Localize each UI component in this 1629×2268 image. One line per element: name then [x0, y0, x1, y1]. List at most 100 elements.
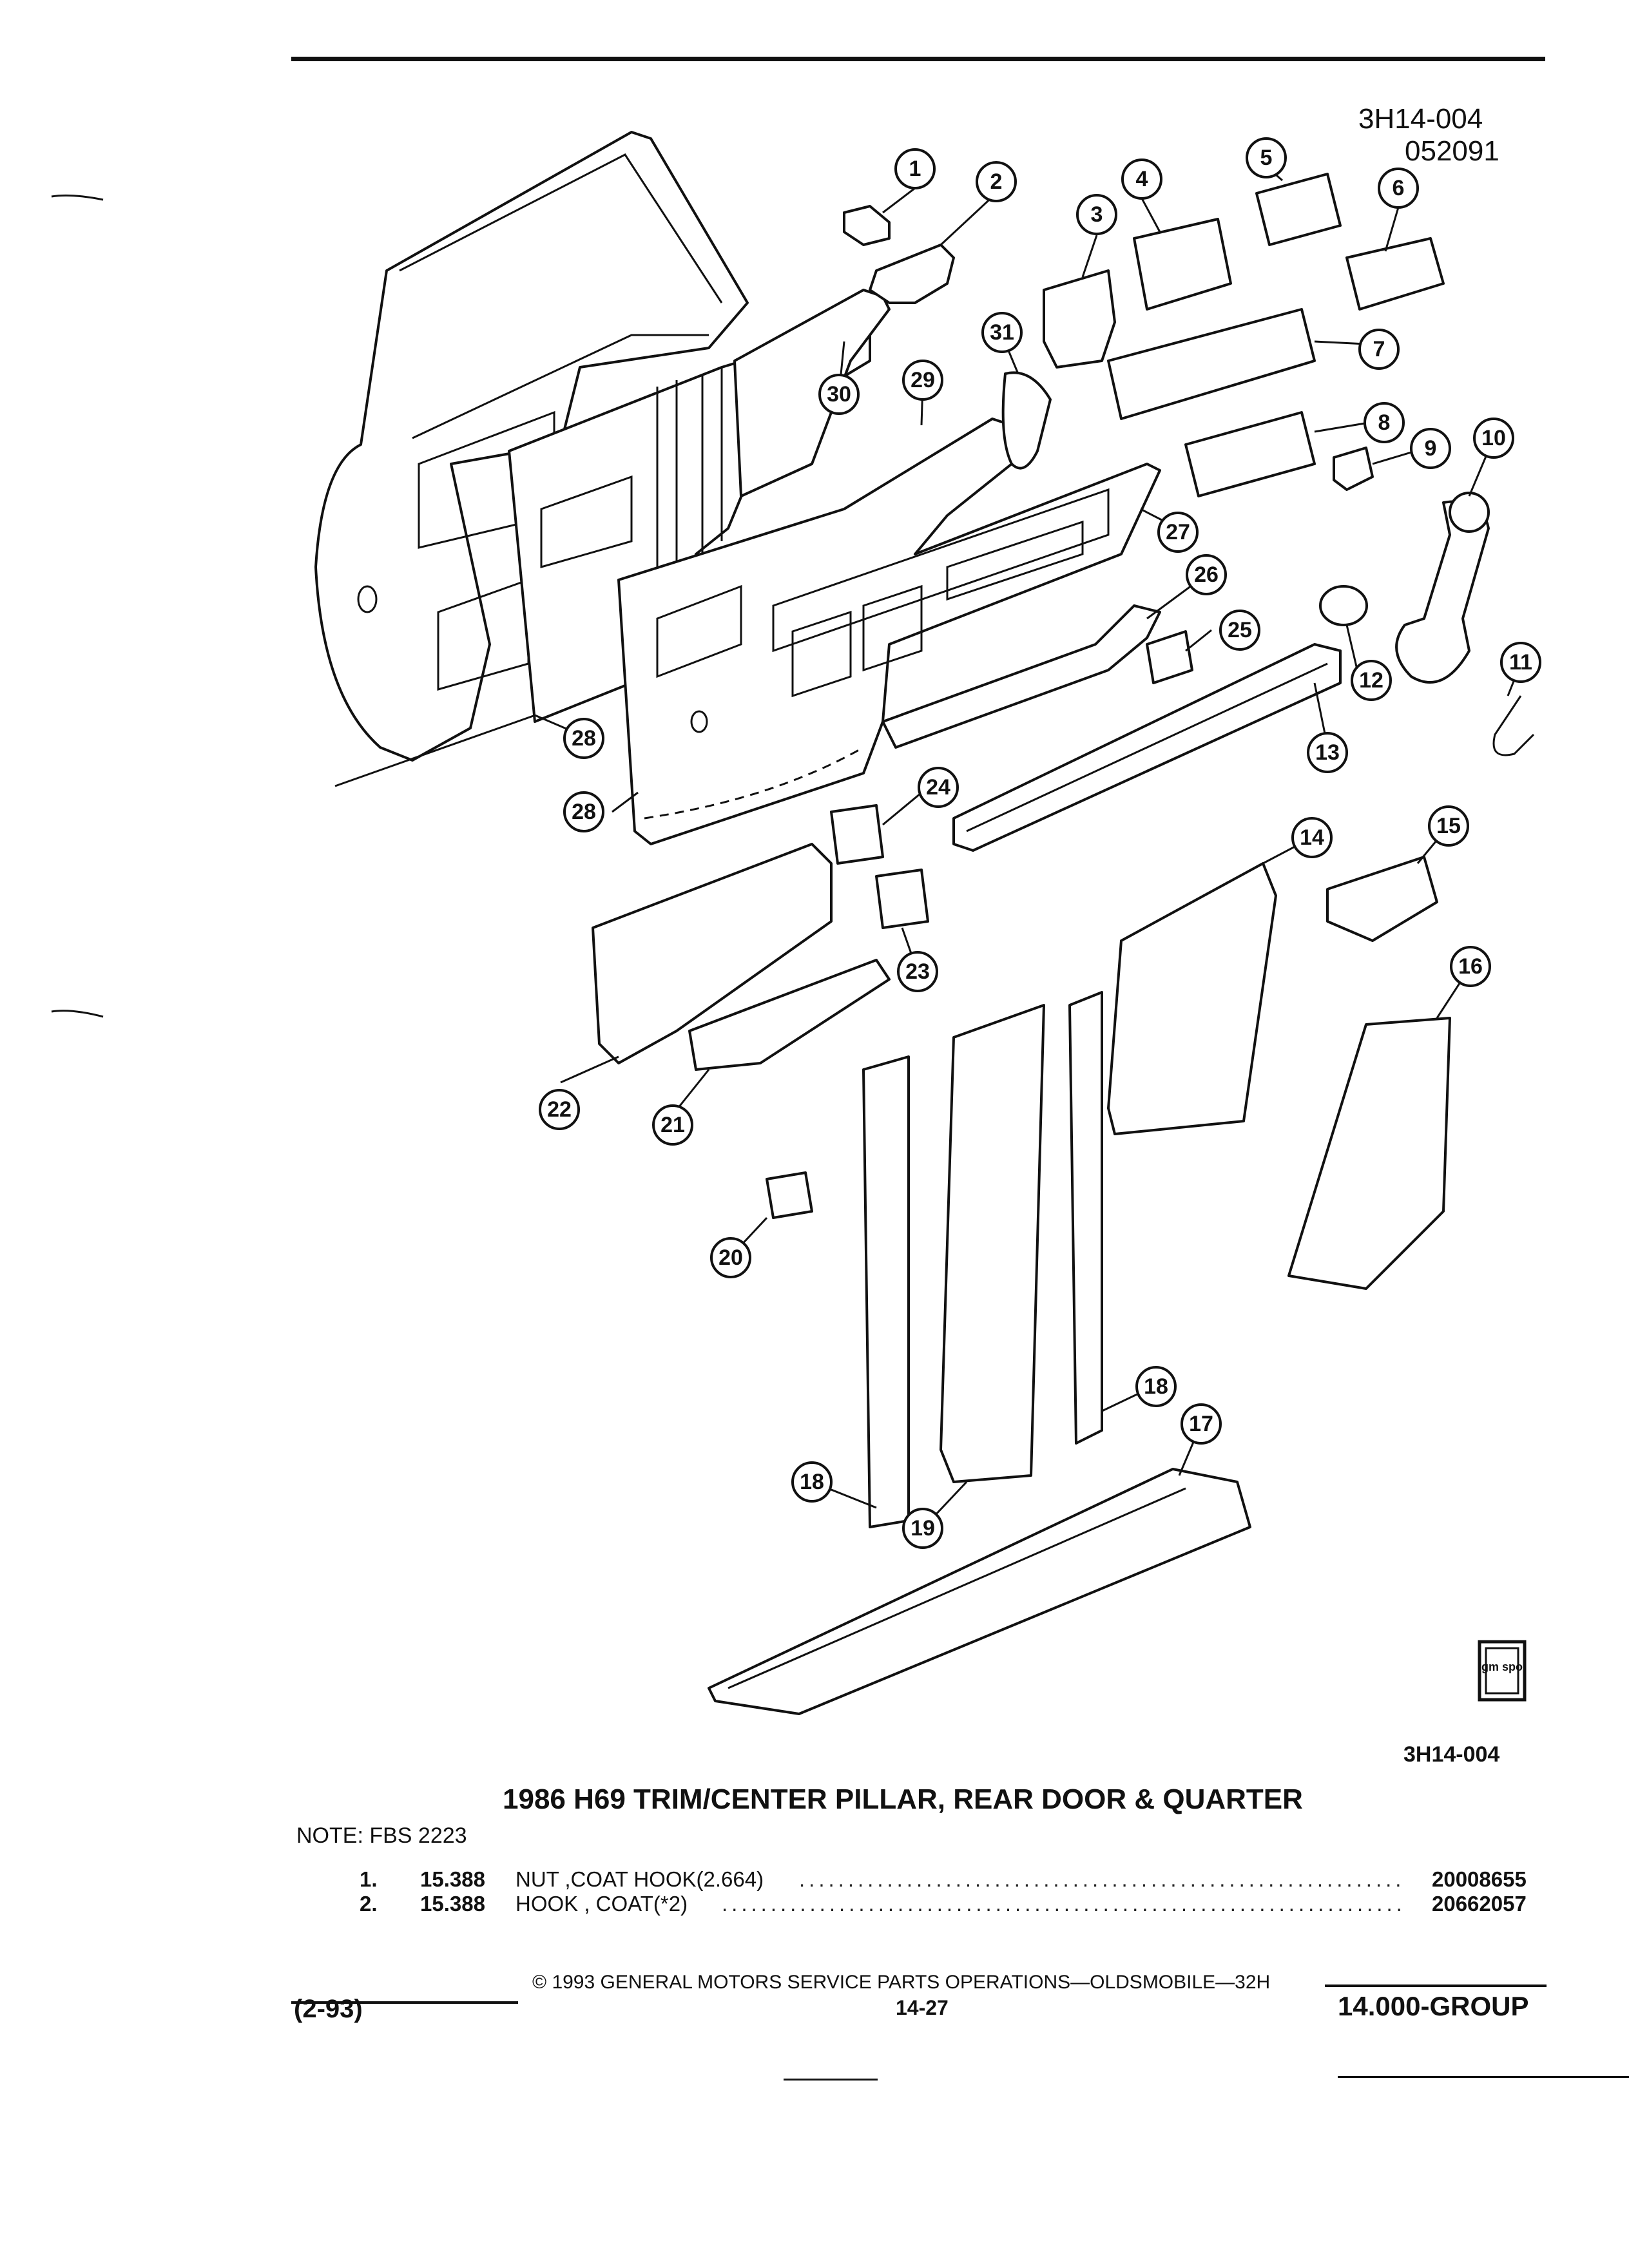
svg-text:31: 31	[990, 320, 1014, 345]
callout-11: 11	[1500, 642, 1541, 683]
group-number: 15.388	[420, 1892, 485, 1916]
callout-24: 24	[918, 767, 959, 808]
svg-text:10: 10	[1481, 426, 1506, 450]
part-6	[1345, 237, 1445, 311]
drawing-date: 052091	[1405, 135, 1499, 167]
svg-text:13: 13	[1315, 740, 1340, 765]
part-7	[1107, 308, 1316, 420]
callout-15: 15	[1428, 805, 1469, 847]
revision: (2-93)	[294, 1995, 363, 2023]
svg-text:4: 4	[1136, 167, 1148, 191]
svg-text:24: 24	[926, 775, 950, 800]
part-18-left	[862, 1055, 910, 1528]
note: NOTE: FBS 2223	[296, 1823, 467, 1848]
callout-26: 26	[1186, 554, 1227, 595]
callout-1: 1	[894, 148, 936, 189]
part-24	[830, 804, 884, 865]
leader-dots: ........................................…	[722, 1892, 1405, 1916]
svg-text:8: 8	[1378, 410, 1391, 435]
part-4	[1133, 218, 1232, 311]
item-number: 1.	[360, 1867, 378, 1891]
gm-spo-logo: gm spo	[1478, 1640, 1527, 1702]
part-20	[766, 1171, 813, 1219]
svg-text:29: 29	[911, 368, 935, 392]
parts-row: 2. 15.388 HOOK , COAT(*2) ..............…	[0, 1892, 1629, 1920]
part-18-right	[1068, 991, 1103, 1445]
part-16	[1287, 1017, 1451, 1290]
callout-3: 3	[1076, 194, 1117, 235]
bottom-mark-center	[784, 2079, 878, 2081]
svg-text:22: 22	[547, 1097, 572, 1122]
svg-text:19: 19	[911, 1516, 935, 1541]
footer-rule-left	[291, 2001, 518, 2004]
part-5	[1255, 173, 1342, 246]
part-description: NUT ,COAT HOOK(2.664)	[516, 1867, 764, 1891]
part-14-quarter-trim	[1107, 862, 1277, 1135]
callout-17: 17	[1181, 1403, 1222, 1445]
callout-21: 21	[652, 1104, 693, 1146]
group-number: 15.388	[420, 1867, 485, 1891]
part-19-center-pillar	[940, 1004, 1045, 1483]
leader-dots: ........................................…	[799, 1867, 1405, 1891]
svg-text:18: 18	[800, 1470, 824, 1494]
callout-4: 4	[1121, 159, 1162, 200]
svg-text:12: 12	[1359, 668, 1383, 693]
part-12	[1319, 585, 1368, 626]
bottom-mark-right	[1338, 2076, 1629, 2078]
callout-27: 27	[1157, 512, 1199, 553]
part-8	[1184, 411, 1316, 497]
copyright: © 1993 GENERAL MOTORS SERVICE PARTS OPER…	[532, 1972, 1271, 1993]
part-9	[1333, 447, 1374, 491]
callout-19: 19	[902, 1508, 943, 1549]
svg-text:14: 14	[1300, 825, 1324, 850]
svg-text:7: 7	[1373, 337, 1385, 361]
svg-text:17: 17	[1189, 1412, 1213, 1436]
svg-text:23: 23	[905, 959, 930, 984]
part-number: 20008655	[1432, 1867, 1527, 1891]
svg-text:9: 9	[1425, 436, 1437, 461]
part-number: 20662057	[1432, 1892, 1527, 1916]
callout-5: 5	[1246, 137, 1287, 178]
callout-29: 29	[902, 360, 943, 401]
svg-text:21: 21	[660, 1113, 685, 1137]
part-3	[1043, 269, 1116, 369]
svg-text:15: 15	[1436, 814, 1461, 838]
part-23	[875, 869, 929, 929]
callout-20: 20	[710, 1237, 751, 1278]
callout-13: 13	[1307, 732, 1348, 773]
svg-text:5: 5	[1260, 146, 1273, 170]
callout-18-right: 18	[1135, 1366, 1177, 1407]
footer-rule-right	[1325, 1984, 1547, 1987]
svg-text:2: 2	[990, 169, 1003, 194]
part-description: HOOK , COAT(*2)	[516, 1892, 688, 1916]
page-number: 14-27	[896, 1996, 949, 2019]
callout-6: 6	[1378, 168, 1419, 209]
callout-7: 7	[1358, 329, 1400, 370]
part-1-nut	[843, 205, 891, 246]
svg-text:28: 28	[572, 726, 596, 751]
part-13-sill-plate	[952, 643, 1342, 852]
callout-25: 25	[1219, 610, 1260, 651]
part-17-rocker-sill	[708, 1468, 1251, 1715]
svg-text:30: 30	[827, 382, 851, 407]
parts-row: 1. 15.388 NUT ,COAT HOOK(2.664) ........…	[0, 1867, 1629, 1896]
part-22-armrest	[592, 843, 833, 1064]
part-2-coat-hook	[869, 244, 955, 304]
callout-28-lower: 28	[563, 791, 604, 832]
page-title: 1986 H69 TRIM/CENTER PILLAR, REAR DOOR &…	[503, 1783, 1303, 1815]
top-rule	[291, 57, 1545, 61]
door-trim-panel-29	[617, 418, 1161, 845]
callout-8: 8	[1364, 402, 1405, 443]
svg-text:25: 25	[1228, 618, 1252, 642]
part-26	[882, 604, 1161, 749]
scan-mark	[51, 1010, 104, 1018]
callout-31: 31	[981, 312, 1023, 353]
callout-14: 14	[1291, 817, 1333, 858]
callout-23: 23	[897, 951, 938, 992]
part-31-emblem	[1001, 371, 1052, 470]
part-25	[1146, 630, 1193, 684]
svg-text:18: 18	[1144, 1374, 1168, 1399]
callout-2: 2	[976, 161, 1017, 202]
panel-30	[733, 289, 891, 497]
svg-text:6: 6	[1393, 176, 1405, 200]
